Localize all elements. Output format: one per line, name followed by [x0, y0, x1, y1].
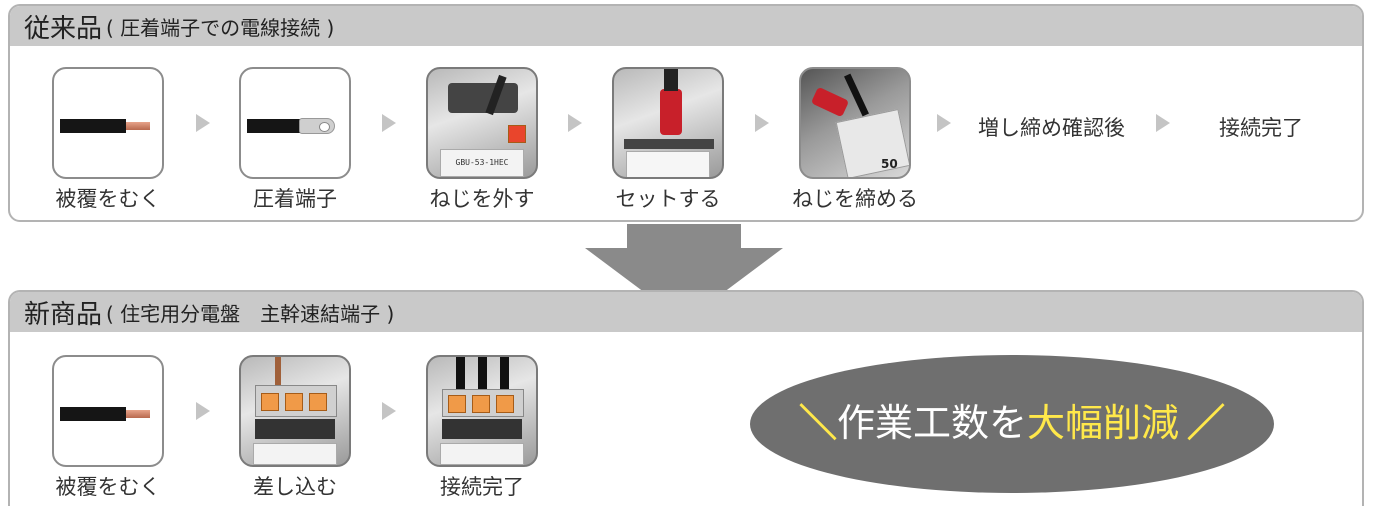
old-step-caption: 被覆をむく [55, 187, 161, 211]
step-arrow-icon [196, 402, 210, 420]
connected-photo [426, 355, 538, 467]
set-terminal-photo [612, 67, 724, 179]
old-step-tighten: 50 ねじを締める [790, 67, 920, 213]
insert-wire-photo [239, 355, 351, 467]
old-step-strip: 被覆をむく [43, 67, 173, 213]
old-product-header: 従来品 ( 圧着端子での電線接続 ) [10, 6, 1362, 46]
old-step-caption: セットする [615, 187, 721, 211]
old-step-crimp: 圧着端子 [230, 67, 360, 213]
old-step-caption: ねじを外す [429, 187, 535, 211]
crimp-terminal-icon [239, 67, 351, 179]
connection-complete-text: 接続完了 [1219, 116, 1303, 140]
step-arrow-icon [755, 114, 769, 132]
slogan-oval [750, 355, 1274, 493]
old-step-caption: 圧着端子 [253, 187, 337, 211]
tighten-screw-photo: 50 [799, 67, 911, 179]
old-step-set: セットする [603, 67, 733, 213]
new-step-caption: 被覆をむく [55, 475, 161, 499]
stripped-wire-icon [52, 355, 164, 467]
new-product-header: 新商品 ( 住宅用分電盤 主幹速結端子 ) [10, 292, 1362, 332]
old-step-caption: ねじを締める [792, 187, 918, 211]
slogan-right-deco: ／ [1187, 401, 1226, 445]
old-product-panel: 従来品 ( 圧着端子での電線接続 ) 被覆をむく 圧着端子 GBU-53-1HE… [8, 4, 1364, 222]
step-arrow-icon [196, 114, 210, 132]
step-arrow-icon [937, 114, 951, 132]
stripped-wire-icon [52, 67, 164, 179]
new-step-caption: 接続完了 [440, 475, 524, 499]
new-step-strip: 被覆をむく [43, 355, 173, 501]
step-arrow-icon [382, 114, 396, 132]
old-product-title: 従来品 [24, 13, 103, 44]
remove-screw-photo: GBU-53-1HEC [426, 67, 538, 179]
new-product-subtitle: ( 住宅用分電盤 主幹速結端子 ) [106, 301, 395, 326]
step-arrow-icon [568, 114, 582, 132]
new-product-title: 新商品 [24, 299, 103, 330]
transition-arrow-icon [585, 224, 783, 322]
slogan-text: ＼作業工数を大幅削減／ [750, 398, 1274, 448]
step-arrow-icon [382, 402, 396, 420]
slogan-highlight: 大幅削減 [1027, 401, 1180, 445]
retighten-check-text: 増し締め確認後 [978, 116, 1125, 140]
step-arrow-icon [1156, 114, 1170, 132]
new-step-caption: 差し込む [253, 475, 337, 499]
slogan-left-deco: ＼ [798, 401, 837, 445]
old-step-remove-screw: GBU-53-1HEC ねじを外す [417, 67, 547, 213]
new-step-insert: 差し込む [230, 355, 360, 501]
new-product-panel: 新商品 ( 住宅用分電盤 主幹速結端子 ) 被覆をむく 差し込む [8, 290, 1364, 506]
slogan-normal: 作業工数を [836, 401, 1027, 445]
old-product-subtitle: ( 圧着端子での電線接続 ) [106, 15, 335, 40]
new-step-complete: 接続完了 [417, 355, 547, 501]
